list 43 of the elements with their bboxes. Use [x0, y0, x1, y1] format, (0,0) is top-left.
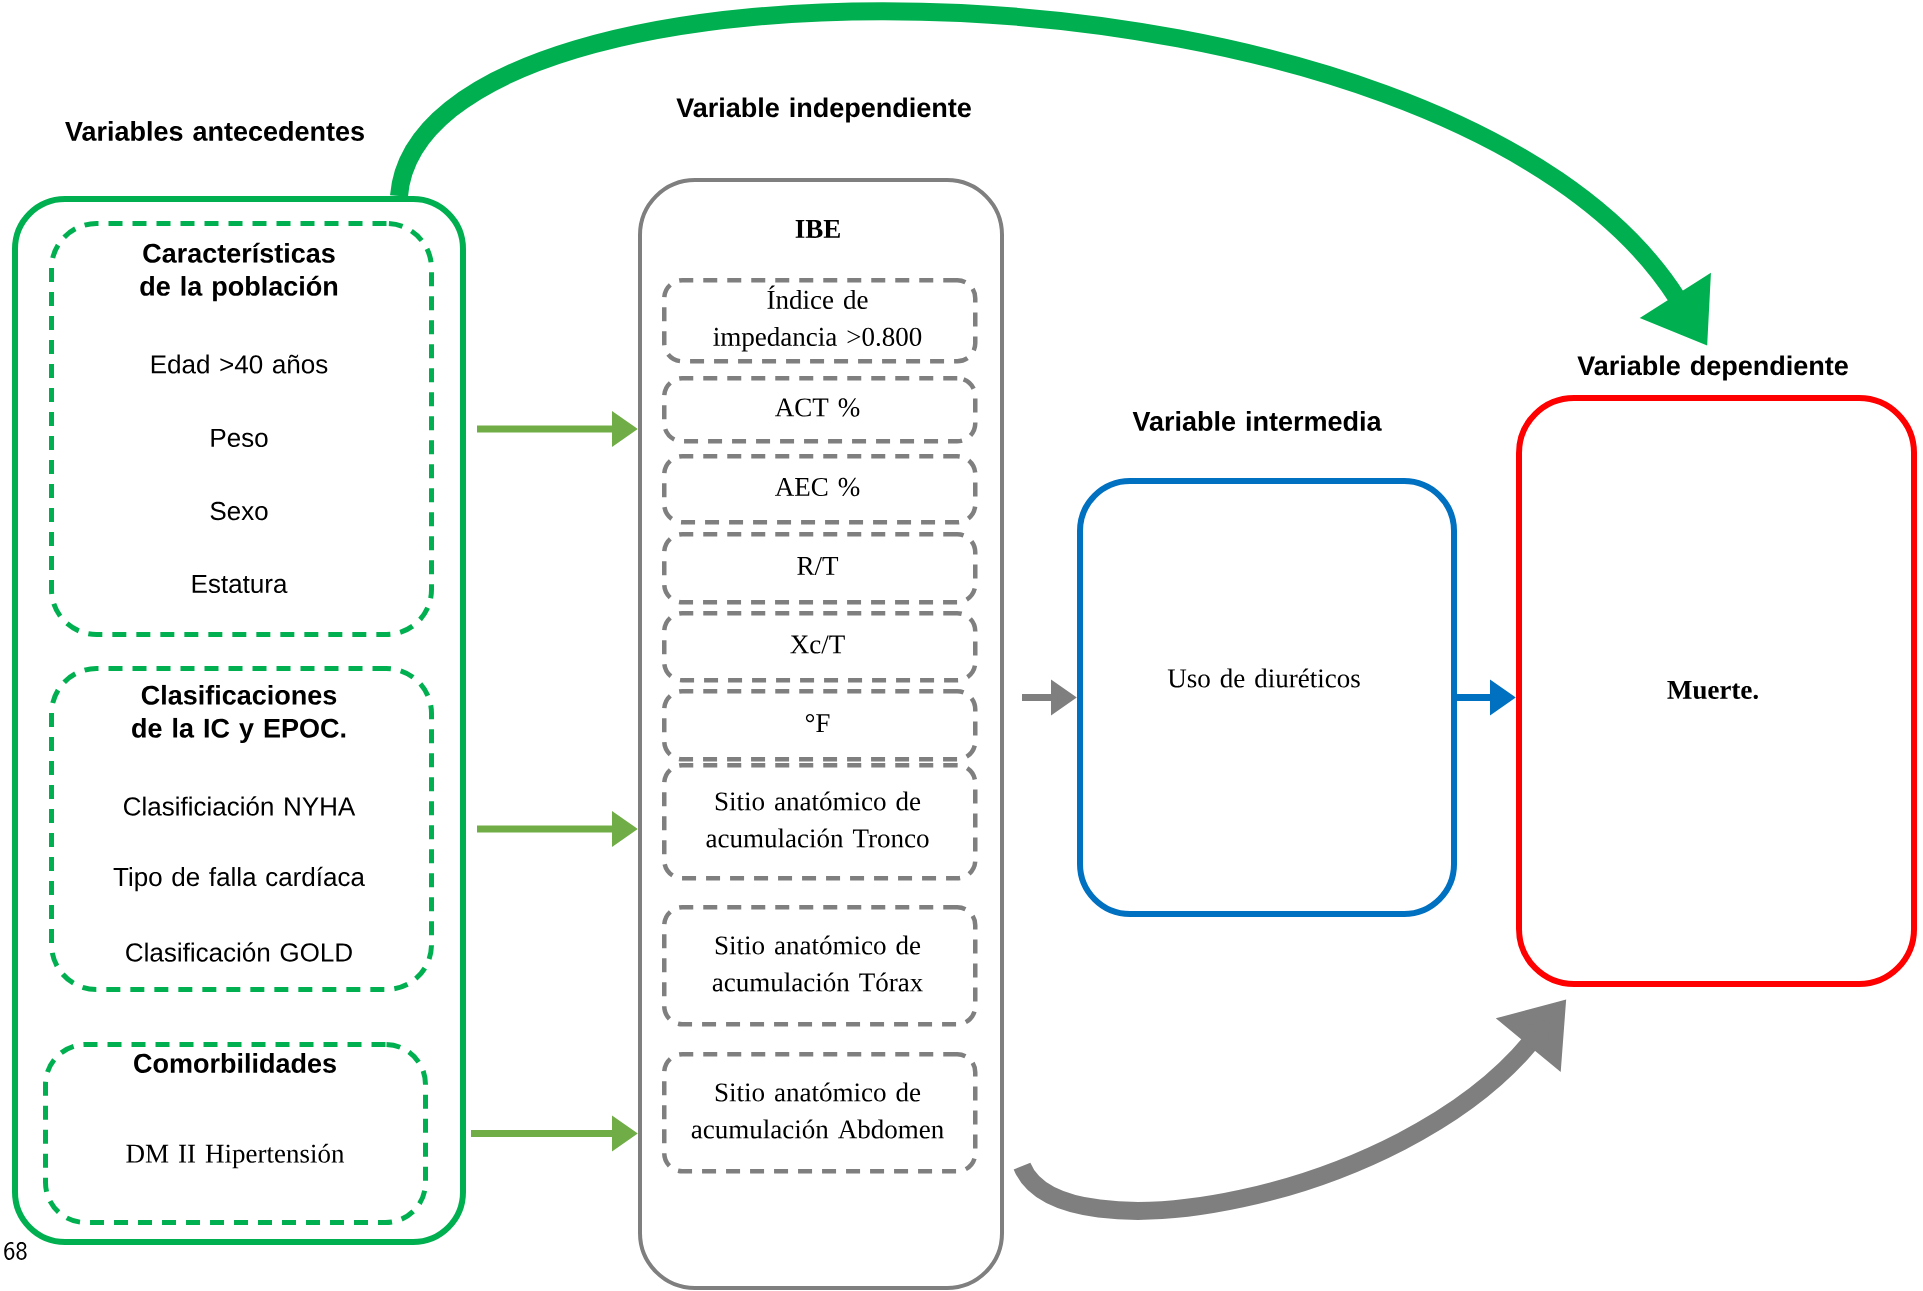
list-item: Tipo de falla cardíaca [113, 866, 365, 892]
box-label: Uso de diuréticos [1167, 668, 1360, 688]
list-item: Edad >40 años [151, 354, 328, 374]
dashed-box [662, 689, 978, 762]
page-number: 68 [4, 1242, 27, 1260]
box-label: Sitio anatómico de acumulación Tórax [712, 935, 923, 992]
list-item: Clasificiación NYHA [124, 796, 356, 816]
list-item: Estatura [192, 574, 288, 594]
box-label: Sitio anatómico de acumulación Abdomen [691, 1082, 944, 1139]
box-label: ACT % [775, 398, 860, 417]
box-label: Xc/T [790, 635, 845, 654]
list-item: DM II Hipertensión [126, 1143, 345, 1169]
box-label: Muerte. [1667, 680, 1758, 700]
dashed-box [662, 1052, 978, 1174]
box-label: AEC % [775, 477, 860, 497]
box-heading: Variables antecedentes [65, 121, 364, 141]
box-label: Sitio anatómico de acumulación Tronco [706, 791, 929, 848]
dashed-box [662, 611, 978, 683]
list-item: Peso [211, 428, 268, 448]
list-item: Clasificación GOLD [126, 942, 352, 962]
rounded-box [1077, 411, 1457, 917]
dashed-box [662, 454, 978, 525]
box-heading: Características de la población [140, 242, 338, 302]
dashed-box [662, 376, 978, 444]
dashed-box [662, 763, 978, 881]
box-title: IBE [795, 220, 840, 238]
rounded-box [638, 97, 1004, 1290]
dashed-box [49, 221, 434, 637]
list-item: Sexo [210, 501, 268, 521]
box-heading: Clasificaciones de la IC y EPOC. [132, 684, 346, 744]
dashed-box [662, 905, 978, 1027]
dashed-box [49, 666, 434, 992]
box-heading: Comorbilidades [134, 1053, 336, 1073]
box-label: Índice de impedancia >0.800 [713, 285, 922, 352]
box-label: °F [805, 714, 830, 732]
box-heading: Variable intermedia [1132, 411, 1382, 431]
box-heading: Variable dependiente [1577, 355, 1848, 381]
dashed-box [662, 532, 978, 605]
rounded-box [1516, 355, 1917, 987]
dashed-box [662, 278, 978, 364]
box-heading: Variable independiente [676, 97, 971, 123]
box-label: R/T [797, 557, 839, 576]
dashed-box [43, 1042, 428, 1225]
